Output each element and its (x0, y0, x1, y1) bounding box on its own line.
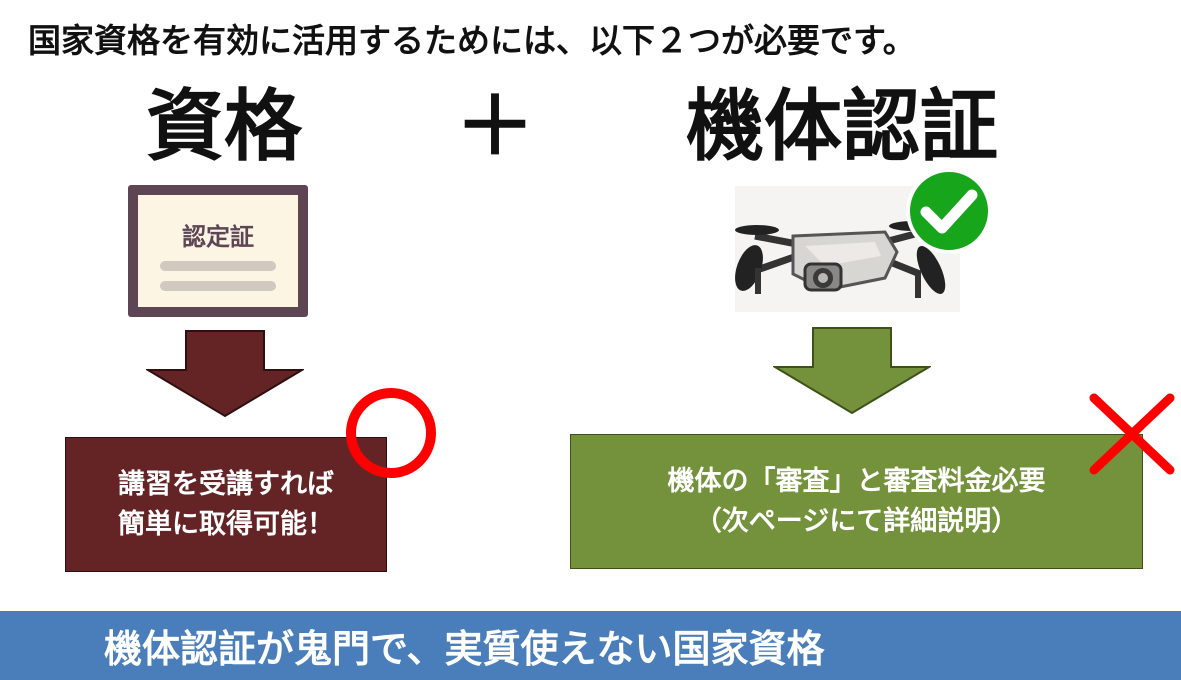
aircraft-certification-title: 機体認証 (686, 82, 999, 172)
footer-banner: 機体認証が鬼門で、実質使えない国家資格 (0, 611, 1181, 680)
qualification-result-line2: 簡単に取得可能！ (118, 508, 334, 540)
certificate-icon: 認定証 (128, 185, 308, 317)
certificate-line (160, 261, 276, 271)
headline: 国家資格を有効に活用するためには、以下２つが必要です。 (28, 21, 916, 60)
down-arrow-icon-left (144, 330, 306, 418)
check-badge-icon (906, 168, 992, 254)
qualification-result-line1: 講習を受講すれば (118, 469, 334, 501)
circle-icon (342, 384, 440, 482)
certification-result-line1: 機体の「審査」と審査料金必要 (667, 466, 1046, 498)
qualification-title: 資格 (146, 82, 303, 172)
down-arrow-icon-right (771, 327, 933, 415)
certificate-line (160, 281, 276, 291)
certification-result-box: 機体の「審査」と審査料金必要 （次ページにて詳細説明） (570, 434, 1143, 569)
plus-sign: ＋ (455, 80, 535, 173)
certification-result-line2: （次ページにて詳細説明） (694, 505, 1019, 537)
cross-icon (1088, 392, 1176, 476)
certificate-paper: 認定証 (138, 195, 298, 307)
footer-text: 機体認証が鬼門で、実質使えない国家資格 (104, 627, 825, 671)
certificate-label: 認定証 (182, 223, 254, 251)
qualification-result-box: 講習を受講すれば 簡単に取得可能！ (65, 437, 387, 572)
